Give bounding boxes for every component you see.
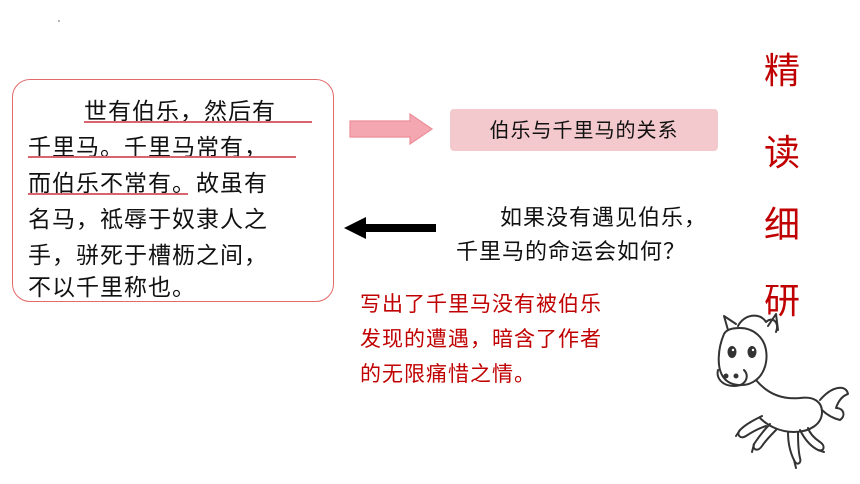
passage-line-4: 名马，祗辱于奴隶人之 — [28, 207, 268, 233]
answer-line-1: 写出了千里马没有被伯乐 — [360, 292, 602, 316]
underline-2 — [28, 156, 296, 158]
relation-label: 伯乐与千里马的关系 — [450, 109, 718, 151]
cartoon-horse-icon — [716, 313, 849, 469]
answer-line-2: 发现的遭遇，暗含了作者 — [360, 327, 602, 351]
pink-right-arrow-icon — [349, 113, 434, 145]
passage-line-3: 而伯乐不常有。故虽有 — [28, 171, 268, 197]
question-line-2: 千里马的命运会如何？ — [456, 240, 687, 265]
passage-box — [12, 79, 334, 302]
answer-line-3: 的无限痛惜之情。 — [360, 362, 536, 386]
side-title-char-2: 读 — [763, 133, 800, 174]
underline-1 — [84, 121, 312, 123]
question-line-1: 如果没有遇见伯乐， — [500, 206, 708, 231]
passage-line-5: 手，骈死于槽枥之间， — [28, 243, 268, 269]
black-left-arrow-icon — [344, 217, 436, 239]
passage-line-1: 世有伯乐，然后有 — [84, 99, 276, 125]
side-title-char-4: 研 — [763, 281, 800, 322]
decorative-dot — [58, 20, 60, 22]
underline-3 — [28, 193, 188, 195]
side-title-char-1: 精 — [763, 51, 800, 92]
side-title-char-3: 细 — [763, 205, 800, 246]
passage-line-6: 不以千里称也。 — [28, 275, 196, 301]
